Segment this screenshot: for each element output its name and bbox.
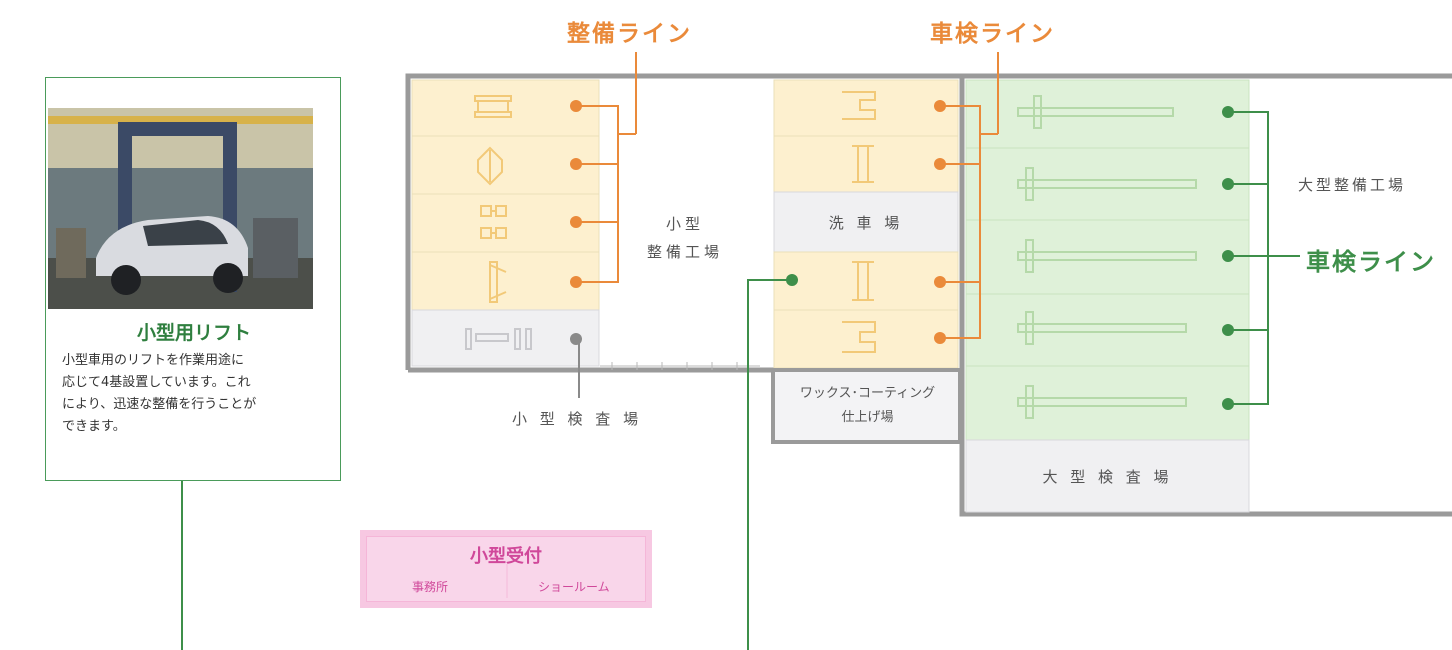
large-maintenance-bays	[965, 79, 1250, 513]
card-leader-lines	[181, 279, 792, 650]
large-shaken-connectors	[1228, 111, 1300, 405]
building-walls	[405, 73, 1452, 517]
small-maintenance-bays	[411, 79, 600, 367]
small-reception: 小型受付 事務所 ショールーム	[360, 530, 652, 608]
seibi-line-connectors	[576, 52, 637, 283]
lane-marks	[600, 362, 760, 370]
lift-icon	[474, 95, 512, 118]
lift-photo	[48, 108, 313, 309]
inspection-line-bays	[773, 79, 959, 369]
small-shop-label: 小型 整備工場	[646, 215, 723, 261]
shaken-line-dots	[934, 100, 946, 344]
large-shaken-line-label: 車検ライン	[1306, 248, 1436, 276]
lift-leader-dot	[786, 274, 798, 286]
showroom-label: ショールーム	[538, 580, 610, 594]
lift-icon	[842, 321, 876, 353]
wax-coating-label: ワックス･コーティング 仕上げ場	[799, 386, 936, 425]
small-inspection-label: 小 型 検 査 場	[512, 410, 643, 428]
lift-icon	[852, 145, 874, 183]
reception-title: 小型受付	[470, 546, 542, 567]
lift-icon	[852, 261, 874, 301]
lift-icon	[477, 146, 503, 186]
shaken-line-label: 車検ライン	[930, 21, 1055, 47]
large-lift-icons	[1017, 95, 1197, 419]
card-title: 小型用リフト	[136, 322, 251, 344]
small-lift-card: 小型用リフト 小型車用のリフトを作業用途に 応じて4基設置しています。これ によ…	[45, 77, 341, 481]
lift-icon	[489, 261, 507, 303]
inspection-lift-icon	[465, 328, 532, 350]
large-inspection-label: 大 型 検 査 場	[1042, 468, 1173, 486]
large-shop-label: 大型整備工場	[1298, 176, 1407, 194]
shaken-line-connectors	[940, 52, 999, 339]
lift-icon	[842, 91, 876, 120]
card-description: 小型車用のリフトを作業用途に 応じて4基設置しています。これ により、迅速な整備…	[62, 353, 257, 434]
lift-icon	[480, 205, 507, 239]
large-shaken-dots	[1222, 106, 1234, 410]
car-wash-label: 洗 車 場	[828, 214, 904, 232]
small-inspection-dot	[570, 333, 582, 345]
reception-divider	[506, 564, 508, 598]
seibi-line-label: 整備ライン	[567, 21, 692, 47]
seibi-line-dots	[570, 100, 582, 288]
office-label: 事務所	[412, 580, 449, 594]
wax-coating-area	[771, 368, 962, 444]
